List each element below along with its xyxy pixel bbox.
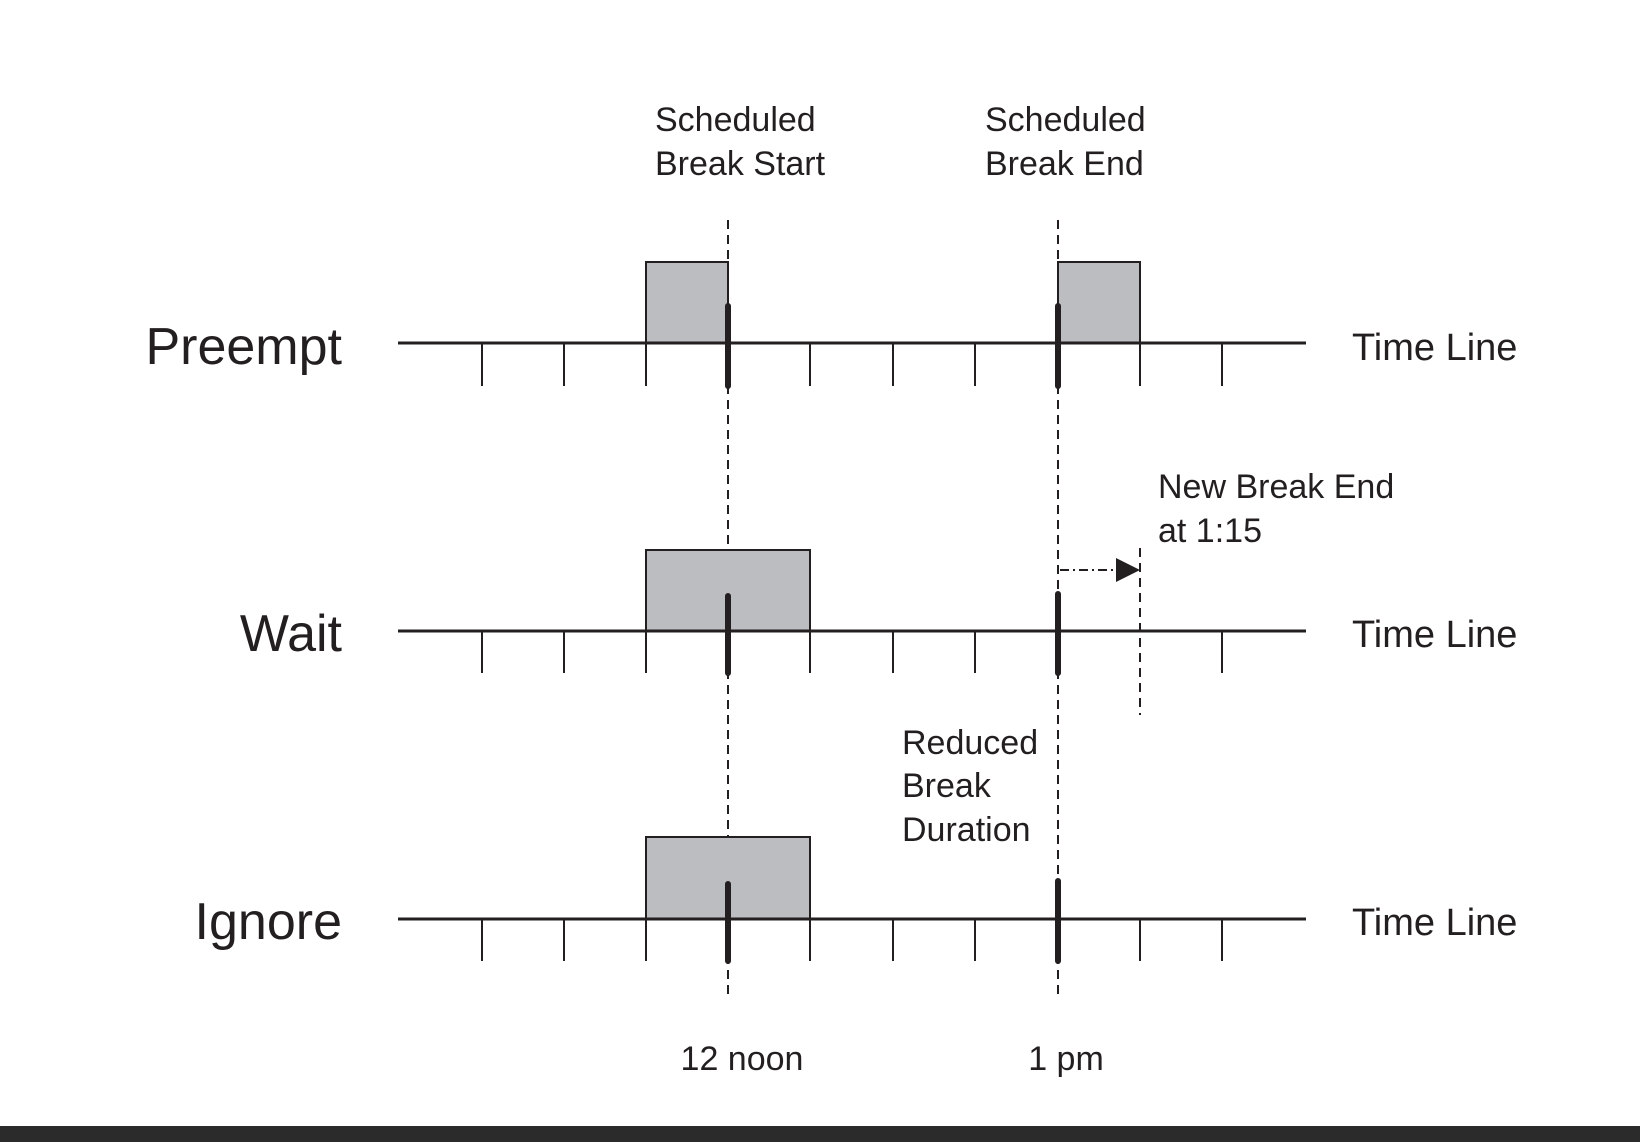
noon-axis-label: 12 noon bbox=[681, 1040, 804, 1078]
break-block bbox=[645, 261, 729, 344]
row-label-preempt: Preempt bbox=[145, 318, 342, 376]
timeline-row-ignore: Ignore Time Line bbox=[195, 836, 1517, 964]
timeline-row-wait: Wait Time Line bbox=[240, 548, 1517, 715]
annotation-line: Break bbox=[902, 767, 992, 805]
header-line: Break End bbox=[985, 145, 1144, 183]
time-line-label: Time Line bbox=[1352, 327, 1517, 369]
header-line: Scheduled bbox=[985, 101, 1146, 139]
tick-marks bbox=[481, 343, 1223, 386]
one-pm-axis-label: 1 pm bbox=[1028, 1040, 1104, 1078]
annotation-line: Reduced bbox=[902, 724, 1038, 762]
header-line: Scheduled bbox=[655, 101, 816, 139]
timeline-row-preempt: Preempt Time Line bbox=[145, 261, 1517, 389]
reduced-break-duration-label: Reduced Break Duration bbox=[902, 724, 1048, 849]
new-break-end-label: New Break End at 1:15 bbox=[1158, 468, 1404, 550]
extension-arrow-head-icon bbox=[1116, 558, 1140, 582]
tick-marks bbox=[481, 919, 1223, 961]
scheduled-break-end-label: Scheduled Break End bbox=[985, 101, 1155, 183]
time-line-label: Time Line bbox=[1352, 614, 1517, 656]
annotation-line: New Break End bbox=[1158, 468, 1394, 506]
row-label-wait: Wait bbox=[240, 605, 343, 663]
scheduled-break-start-label: Scheduled Break Start bbox=[655, 101, 826, 183]
bottom-edge-bar bbox=[0, 1126, 1640, 1142]
row-label-ignore: Ignore bbox=[195, 893, 342, 951]
annotation-line: Duration bbox=[902, 811, 1031, 849]
header-line: Break Start bbox=[655, 145, 826, 183]
break-block bbox=[1057, 261, 1141, 344]
tick-marks bbox=[481, 631, 1223, 673]
time-line-label: Time Line bbox=[1352, 902, 1517, 944]
annotation-line: at 1:15 bbox=[1158, 512, 1262, 550]
